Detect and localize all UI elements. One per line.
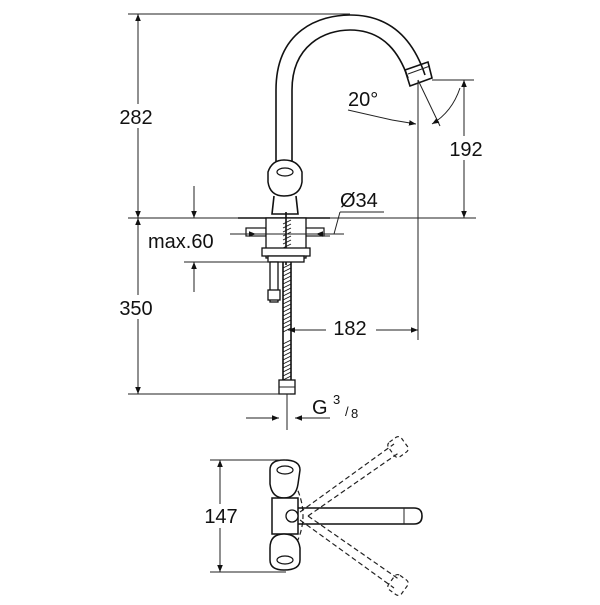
hatch-line	[282, 303, 292, 309]
hatch-line	[282, 363, 292, 369]
dimension-192: 192	[432, 79, 492, 218]
spout-angle-label: 20°	[348, 89, 378, 111]
hatch-line	[282, 351, 292, 357]
dimension-282: 282	[112, 13, 350, 218]
spout-height-label: 192	[449, 139, 482, 161]
plan-view	[269, 436, 423, 596]
hatch-line	[282, 239, 292, 245]
dimension-angle: 20°	[347, 79, 461, 128]
hatch-line	[282, 219, 292, 225]
hatch-line	[282, 287, 292, 293]
dimension-diameter: Ø34	[230, 190, 384, 237]
reach-label: 182	[333, 318, 366, 340]
hatch-line	[282, 227, 292, 233]
dimension-350: 350	[112, 218, 290, 395]
hatch-line	[282, 319, 292, 325]
hatch-line	[282, 323, 292, 329]
hatch-line	[282, 315, 292, 321]
hatch-line	[282, 235, 292, 241]
supply-hose	[267, 261, 296, 430]
hatch-line	[282, 223, 292, 229]
hatch-line	[282, 343, 292, 349]
hatch-line	[282, 359, 292, 365]
thread-prefix-label: G	[312, 397, 328, 419]
tap-handle	[267, 159, 303, 215]
thread-slash: /	[345, 404, 349, 419]
hatch-line	[282, 271, 292, 277]
hatch-line	[282, 279, 292, 285]
thread-numerator-label: 3	[333, 392, 340, 407]
hole-diameter-label: Ø34	[340, 190, 378, 212]
hatch-line	[282, 243, 292, 249]
height-top-label: 282	[119, 107, 152, 129]
spout	[275, 14, 433, 165]
hatch-line	[282, 375, 292, 381]
hatch-line	[282, 299, 292, 305]
height-bottom-label: 350	[119, 298, 152, 320]
max-thickness-label: max.60	[148, 231, 214, 253]
hatch-line	[282, 355, 292, 361]
hatch-line	[282, 291, 292, 297]
hatch-line	[282, 311, 292, 317]
hatch-line	[282, 275, 292, 281]
hatch-line	[282, 295, 292, 301]
hatch-line	[282, 283, 292, 289]
hatch-line	[282, 339, 292, 345]
plan-width-label: 147	[204, 506, 237, 528]
hatch-line	[282, 307, 292, 313]
thread-denominator-label: 8	[351, 406, 358, 421]
dimension-thickness: max.60	[148, 186, 270, 292]
hatch-line	[282, 367, 292, 373]
hatch-line	[282, 267, 292, 273]
dimension-thread: G 3 / 8	[246, 392, 358, 421]
dimension-182: 182	[288, 80, 419, 340]
dimension-147: 147	[196, 459, 286, 573]
hatch-line	[282, 347, 292, 353]
hatch-line	[282, 263, 292, 269]
mounting-shank	[261, 212, 311, 265]
hatch-line	[282, 371, 292, 377]
